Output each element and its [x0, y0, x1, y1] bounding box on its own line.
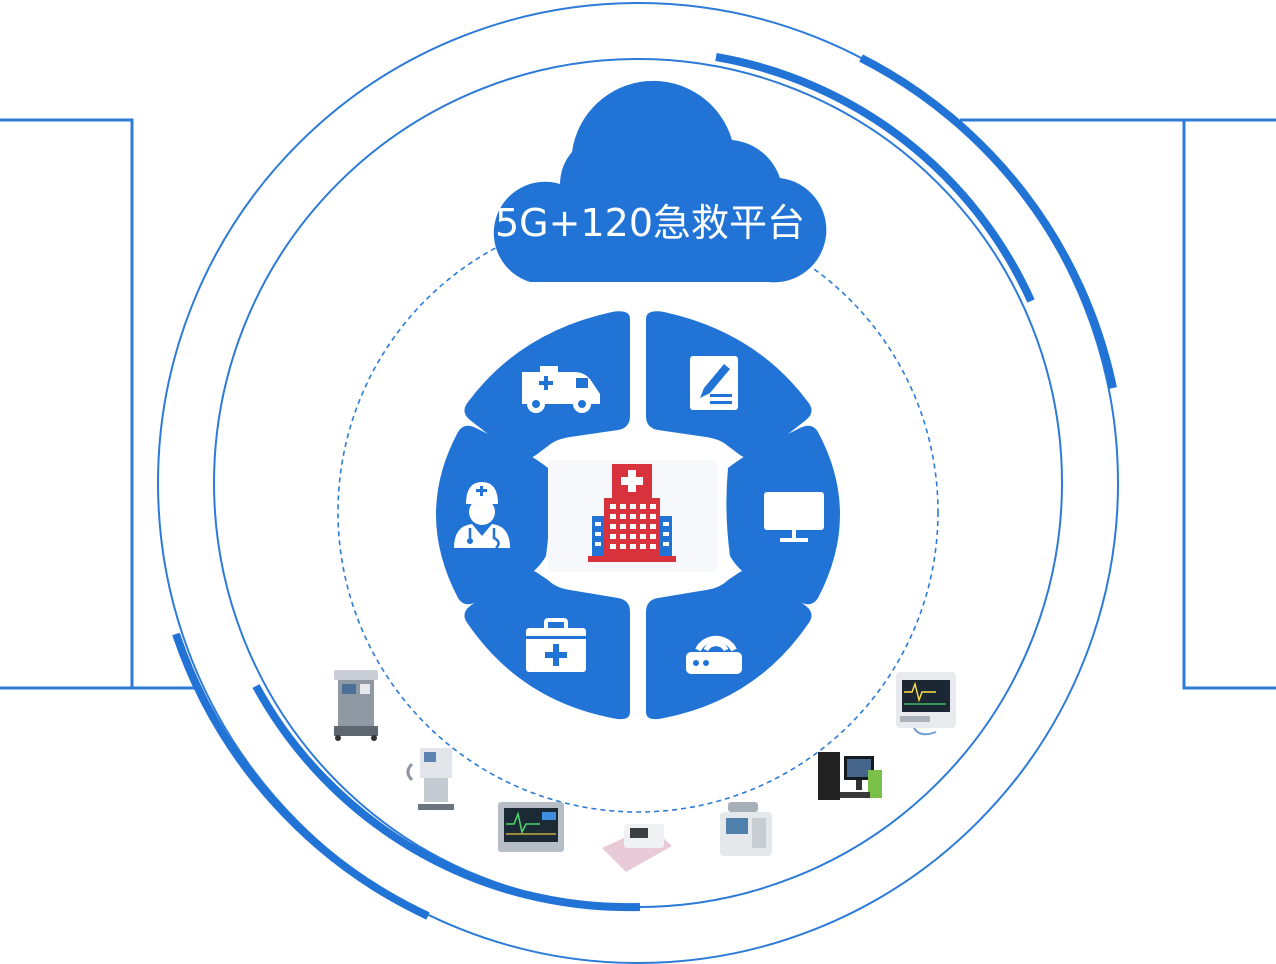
- cloud-platform: 5G+120急救平台: [493, 80, 827, 283]
- device-row: [334, 670, 956, 872]
- platform-title: 5G+120急救平台: [495, 201, 805, 245]
- patient-monitor-icon: [498, 802, 564, 852]
- right-bracket: [960, 118, 1276, 690]
- left-bracket: [0, 118, 200, 690]
- workstation-computer-icon: [818, 752, 882, 800]
- ventilator-icon: [406, 748, 454, 810]
- ambulance-icon: [522, 366, 600, 413]
- defibrillator-icon: [720, 802, 772, 856]
- ring-accent-arcs: [172, 53, 1117, 920]
- wifi-router-icon: [686, 635, 742, 674]
- monitor-icon: [764, 492, 824, 542]
- anesthesia-machine-icon: [334, 670, 378, 741]
- vital-signs-monitor-icon: [896, 672, 956, 736]
- edit-document-icon: [690, 356, 738, 410]
- ecg-machine-icon: [602, 824, 672, 872]
- cloud-shape: [493, 80, 827, 283]
- doctor-icon: [454, 482, 510, 549]
- first-aid-kit-icon: [526, 618, 586, 672]
- center-hospital: [548, 460, 718, 572]
- outer-ring: [157, 2, 1119, 964]
- hospital-icon: [588, 464, 676, 562]
